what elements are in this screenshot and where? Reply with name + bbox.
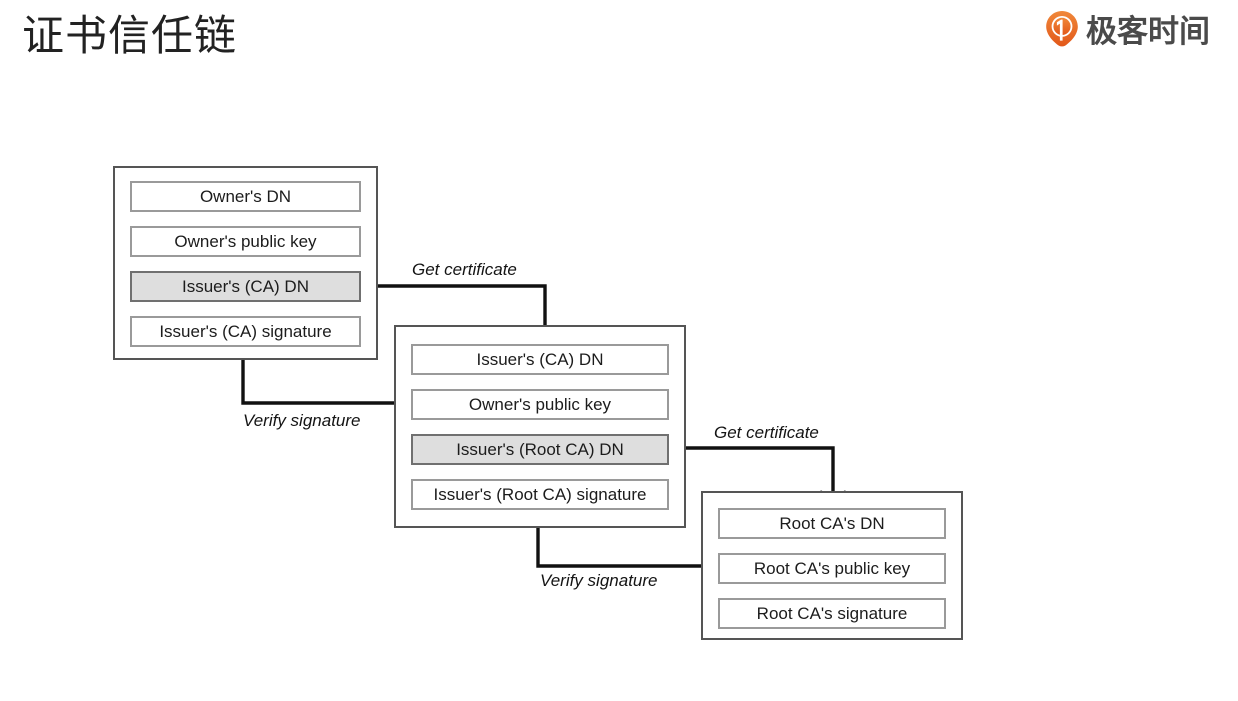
page-title: 证书信任链 <box>22 12 238 59</box>
edge-label-get-certificate-1: Get certificate <box>412 260 517 279</box>
cert-row-issuers-root-ca-signature: Issuer's (Root CA) signature <box>411 479 669 510</box>
cert-row-root-ca-public-key: Root CA's public key <box>718 553 946 584</box>
cert-row-issuers-ca-dn: Issuer's (CA) DN <box>411 344 669 375</box>
cert-row-owners-dn: Owner's DN <box>130 181 361 212</box>
cert-row-owners-public-key: Owner's public key <box>130 226 361 257</box>
certificate-box-end-entity: Owner's DN Owner's public key Issuer's (… <box>113 166 378 360</box>
cert-row-owners-public-key: Owner's public key <box>411 389 669 420</box>
geektime-logo-icon <box>1046 10 1078 46</box>
cert-row-issuers-root-ca-dn: Issuer's (Root CA) DN <box>411 434 669 465</box>
edge-label-verify-signature-2: Verify signature <box>540 571 658 590</box>
certificate-rows: Issuer's (CA) DN Owner's public key Issu… <box>411 344 669 510</box>
cert-row-root-ca-dn: Root CA's DN <box>718 508 946 539</box>
brand-name: 极客时间 <box>1086 14 1210 49</box>
edge-label-verify-signature-1: Verify signature <box>243 411 361 430</box>
edge-label-get-certificate-2: Get certificate <box>714 423 819 442</box>
certificate-rows: Owner's DN Owner's public key Issuer's (… <box>130 181 361 347</box>
certificate-box-intermediate-ca: Issuer's (CA) DN Owner's public key Issu… <box>394 325 686 528</box>
brand-logo: 极客时间 <box>1045 6 1210 51</box>
cert-row-issuers-ca-signature: Issuer's (CA) signature <box>130 316 361 347</box>
cert-row-root-ca-signature: Root CA's signature <box>718 598 946 629</box>
certificate-box-root-ca: Root CA's DN Root CA's public key Root C… <box>701 491 963 640</box>
cert-row-issuers-ca-dn: Issuer's (CA) DN <box>130 271 361 302</box>
certificate-rows: Root CA's DN Root CA's public key Root C… <box>718 508 946 629</box>
